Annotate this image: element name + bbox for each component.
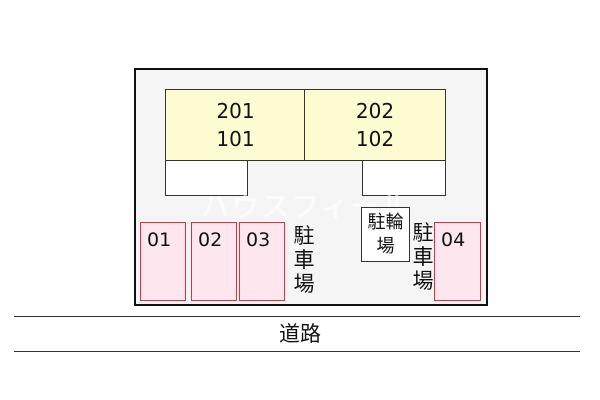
road-edge-top [14,316,580,317]
unit-number-102: 102 [355,127,395,151]
unit-number-101: 101 [216,127,255,151]
parking-label-left: 駐車場 [293,224,315,296]
bicycle-parking: 駐輪場 [361,207,410,262]
entrance-area-left [165,160,248,196]
bicycle-parking-label: 駐輪場 [367,212,404,257]
building-unit-left: 201 101 [165,89,306,161]
unit-number-201: 201 [216,99,255,123]
parking-space-03: 03 [239,222,285,301]
unit-number-202: 202 [355,99,395,123]
parking-space-04: 04 [434,222,481,301]
parking-space-01: 01 [140,222,186,301]
building-unit-right: 202 102 [304,89,446,161]
road-label: 道路 [279,322,321,346]
road-edge-bottom [14,351,580,352]
parking-space-02: 02 [191,222,237,301]
entrance-area-right [362,160,446,196]
parking-label-right: 駐車場 [412,221,434,293]
